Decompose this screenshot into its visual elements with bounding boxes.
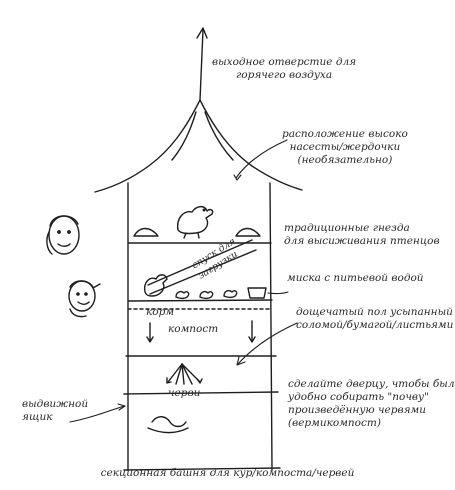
hen-icon — [178, 207, 213, 238]
face-icon — [69, 281, 100, 317]
arrow-icon — [167, 364, 202, 384]
caption: секционная башня для кур/компоста/червей — [0, 467, 455, 480]
compost-layer-label: компост — [168, 323, 218, 336]
water-bowl-label: миска с питьевой водой — [287, 272, 424, 285]
drawer-label: выдвижной ящик — [22, 398, 88, 424]
nests-label: традиционные гнезда для высиживания птен… — [284, 222, 440, 248]
chick-icon — [176, 291, 237, 299]
water-bowl-icon — [248, 288, 266, 298]
vent-label: выходное отверстие для горячего воздуха — [212, 56, 356, 82]
worms-layer-label: черви — [168, 387, 200, 400]
roof-outline — [95, 100, 302, 192]
perches-label: расположение высоко насесты/жердочки (не… — [282, 128, 408, 167]
vent-arrow-icon — [197, 28, 207, 100]
face-icon — [47, 216, 79, 254]
food-layer-label: корм — [146, 306, 174, 319]
door-label: сделайте дверцу, чтобы было удобно собир… — [288, 378, 455, 431]
worm-icon — [148, 417, 188, 433]
floor-label: дощечатый пол усыпанный соломой/бумагой/… — [296, 306, 453, 332]
